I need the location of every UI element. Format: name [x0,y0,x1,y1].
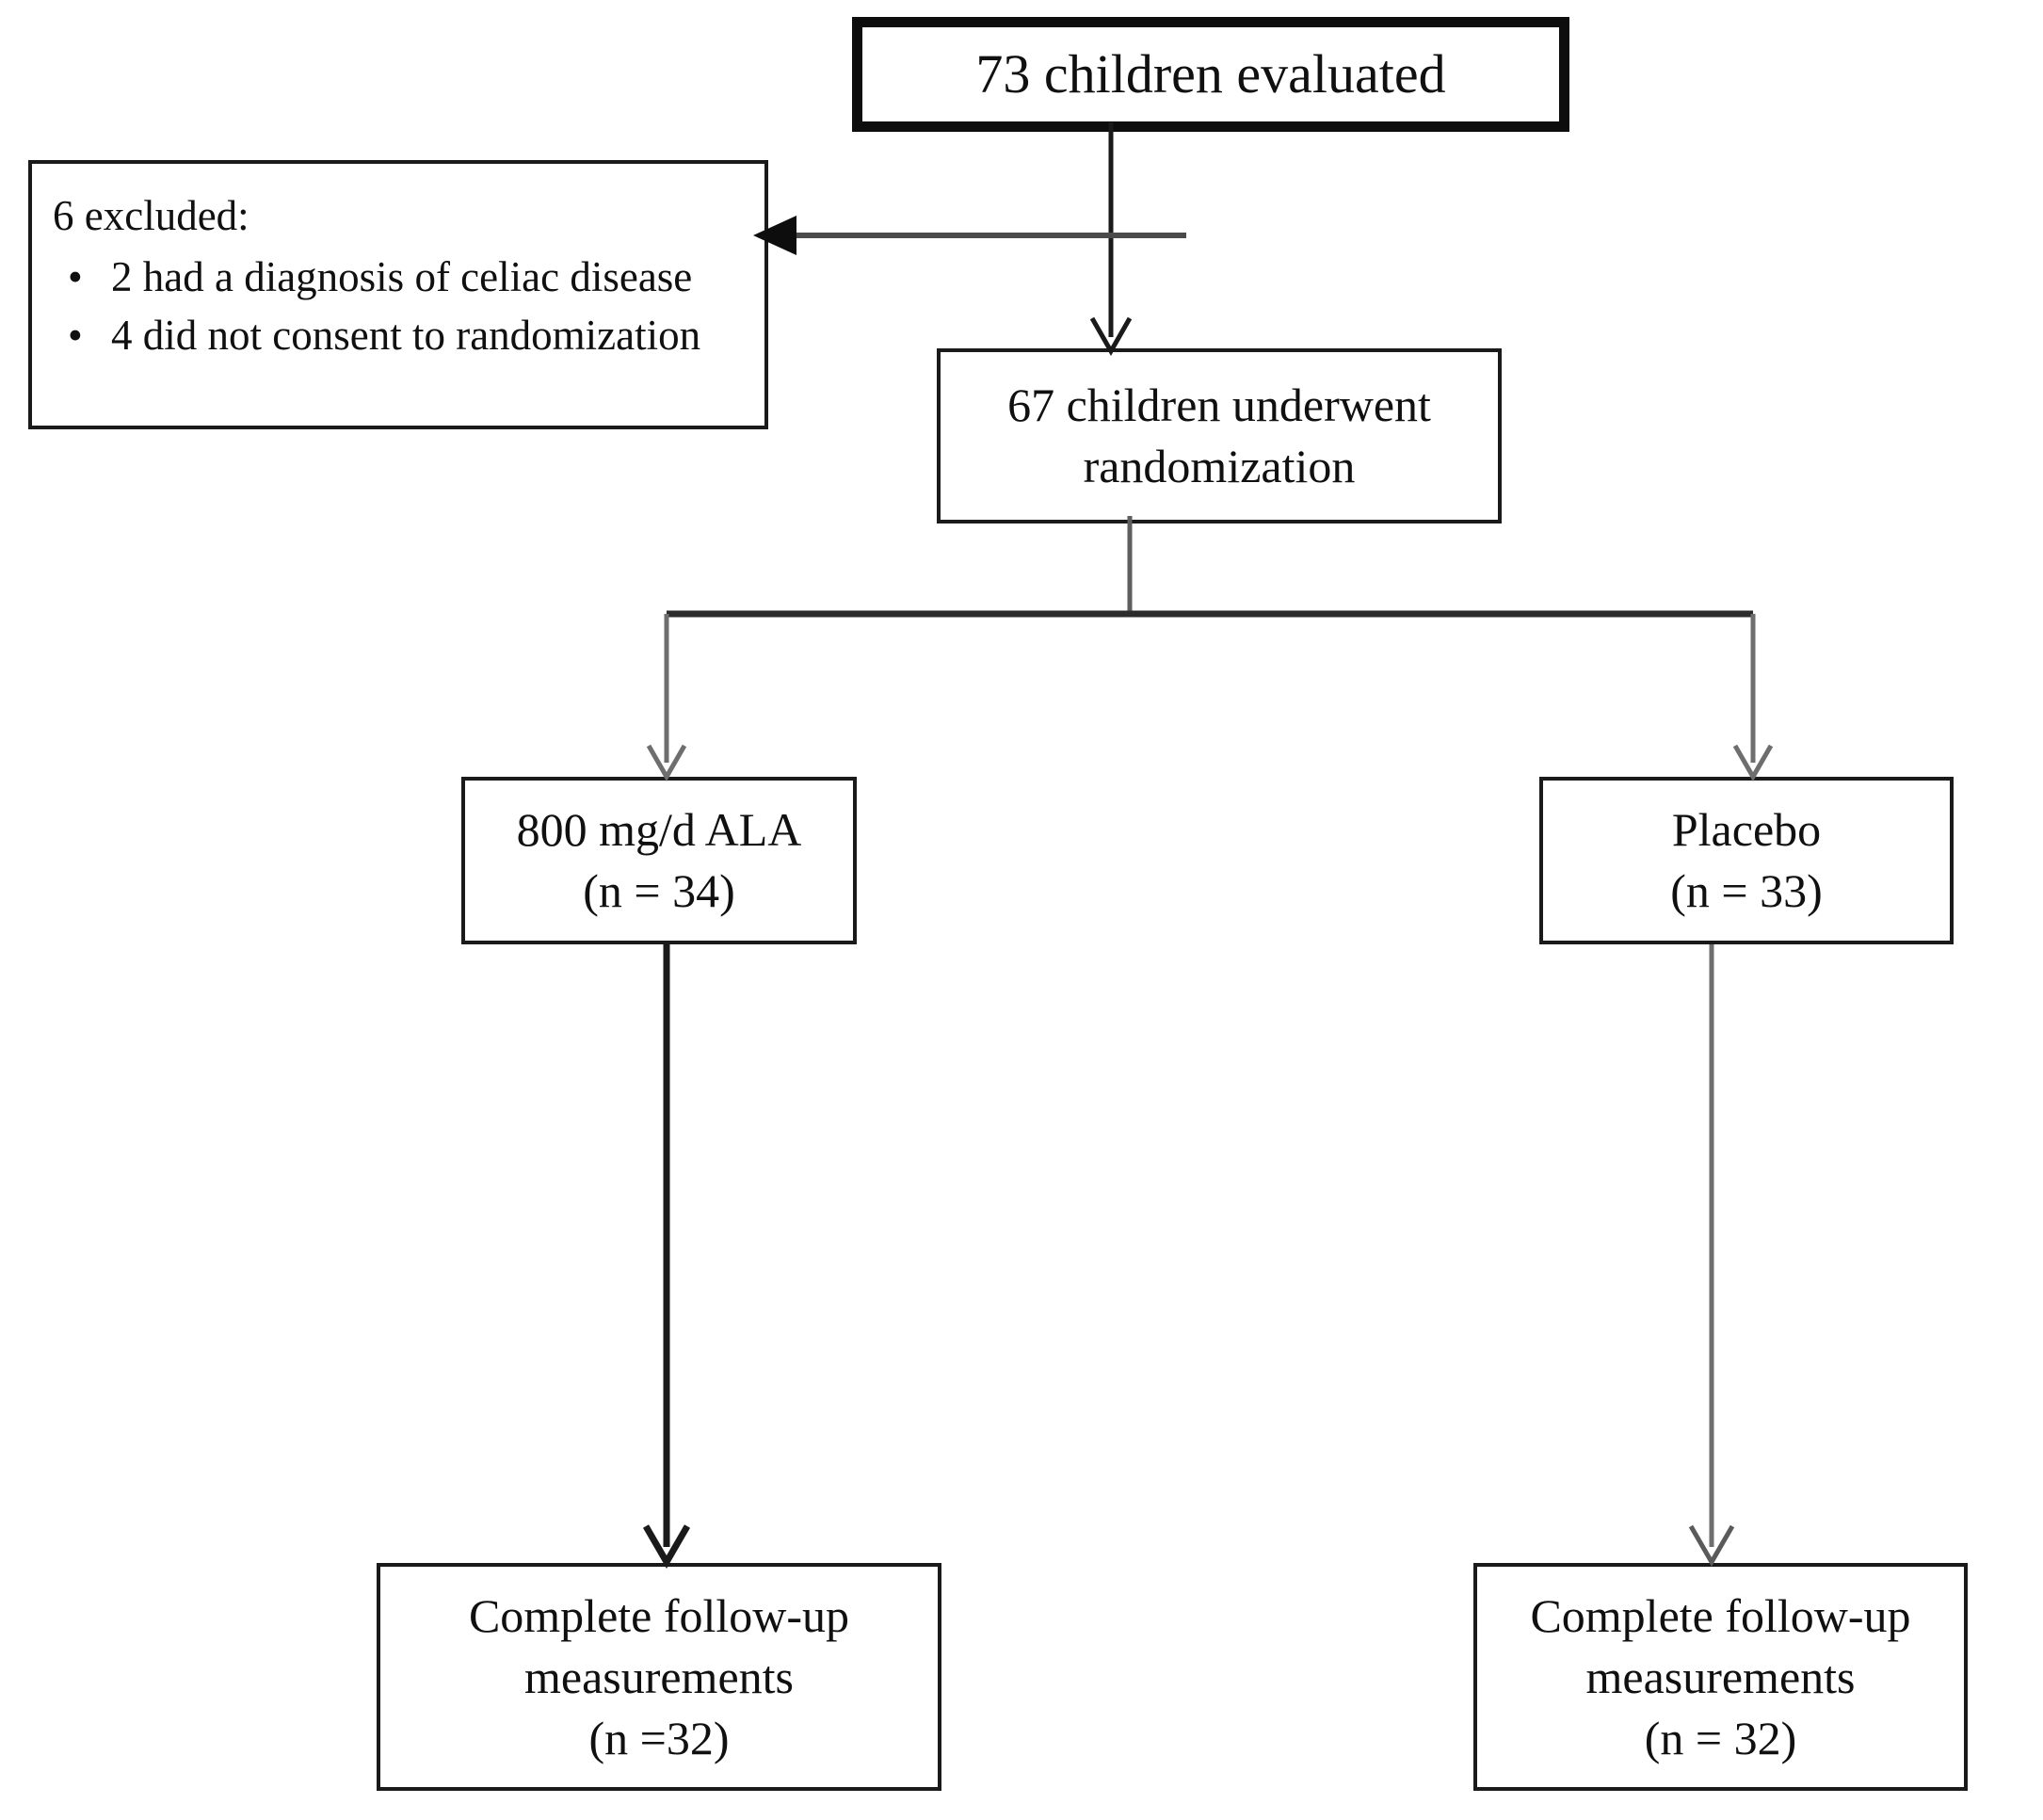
list-item: • 4 did not consent to randomization [53,308,700,363]
node-children-evaluated: 73 children evaluated [852,17,1569,132]
node-ala-arm: 800 mg/d ALA (n = 34) [461,777,857,944]
excluded-reason-list: • 2 had a diagnosis of celiac disease • … [53,250,700,367]
bullet-icon: • [68,312,83,359]
node-placebo-arm-line1: Placebo [1671,803,1822,856]
node-children-evaluated-label: 73 children evaluated [975,43,1446,105]
node-followup-ala-line1: Complete follow-up [468,1588,850,1642]
node-followup-placebo-line1: Complete follow-up [1530,1588,1911,1642]
arrow-randomized-split [646,516,1774,782]
bullet-icon: • [68,252,83,300]
node-followup-ala-line3: (n =32) [588,1711,730,1764]
node-followup-placebo-line3: (n = 32) [1644,1711,1797,1764]
excluded-reason-text: 2 had a diagnosis of celiac disease [111,252,693,300]
arrow-evaluated-to-excluded [753,216,1186,255]
node-excluded-heading: 6 excluded: [53,192,249,239]
list-item: • 2 had a diagnosis of celiac disease [53,250,700,305]
node-placebo-arm-line2: (n = 33) [1670,864,1823,917]
node-ala-arm-line2: (n = 34) [583,864,735,917]
arrow-placebo-to-followup [1688,944,1735,1567]
node-randomized-line1: 67 children underwent [1007,378,1431,431]
node-followup-ala: Complete follow-up measurements (n =32) [377,1563,941,1791]
node-placebo-arm: Placebo (n = 33) [1539,777,1954,944]
excluded-reason-text: 4 did not consent to randomization [111,312,701,359]
node-ala-arm-line1: 800 mg/d ALA [516,803,802,856]
arrow-ala-to-followup [642,944,691,1569]
node-excluded: 6 excluded: • 2 had a diagnosis of celia… [28,160,768,429]
node-followup-placebo: Complete follow-up measurements (n = 32) [1473,1563,1968,1791]
arrow-evaluated-to-randomized [1089,122,1133,357]
node-randomized: 67 children underwent randomization [937,348,1502,523]
node-followup-placebo-line2: measurements [1585,1650,1856,1703]
node-randomized-line2: randomization [1083,440,1356,492]
node-followup-ala-line2: measurements [523,1650,794,1703]
